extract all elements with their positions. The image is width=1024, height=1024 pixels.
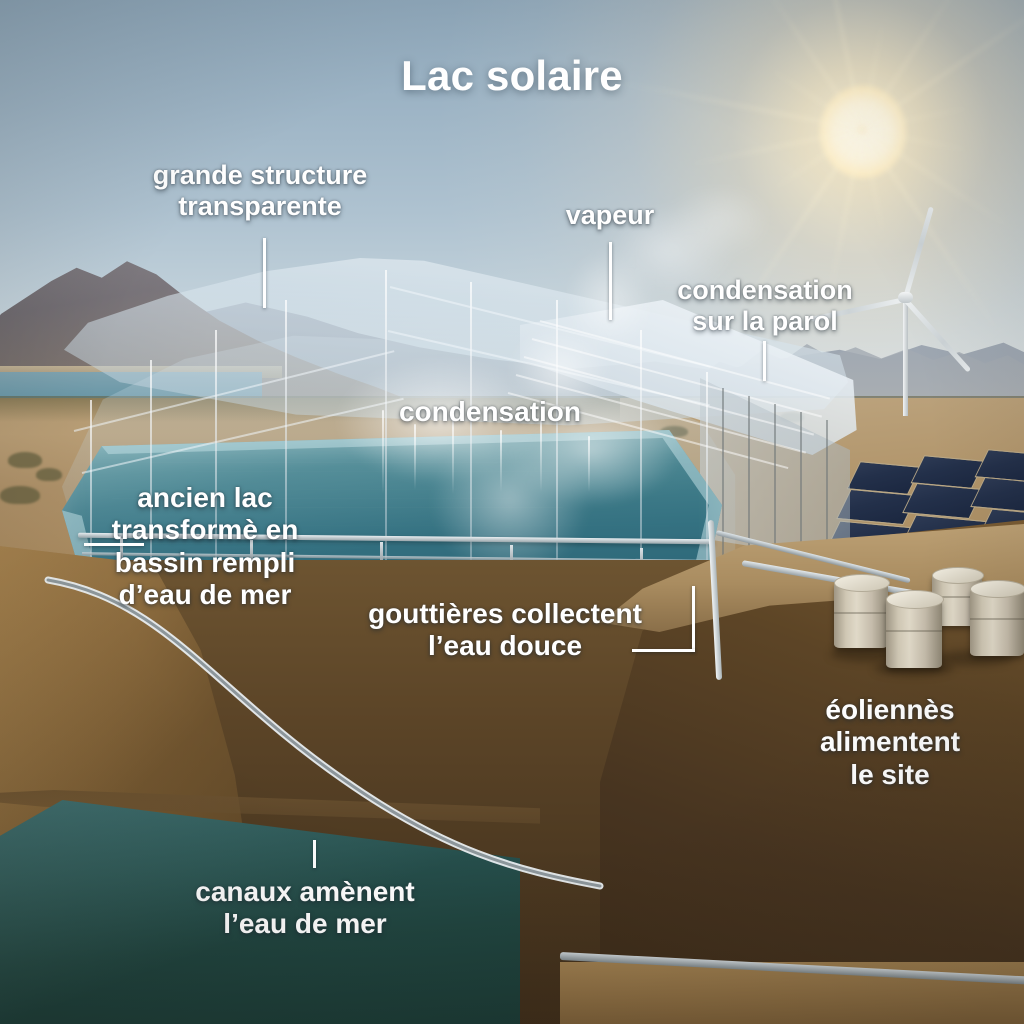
condensation-drip [382, 410, 384, 494]
barrel [970, 588, 1024, 656]
wind-turbine [810, 206, 996, 416]
turbine-blade [903, 297, 972, 373]
annotation-ancien-lac: ancien lac transformè en bassin rempli d… [111, 482, 299, 611]
turbine-hub [898, 292, 913, 303]
solar-panel [902, 482, 984, 520]
barrel-lid [970, 580, 1024, 598]
gutter-post [250, 540, 253, 562]
end-wall-bar [774, 404, 776, 576]
barrel-band [834, 612, 888, 614]
sun-icon [820, 86, 906, 178]
gutter-post [510, 545, 513, 567]
leader-line-grande-structure [263, 238, 266, 308]
page-title: Lac solaire [401, 52, 623, 99]
barrel-lid [834, 574, 890, 592]
leader-line-gouttieres-horizontal [632, 649, 695, 652]
gutter-post [380, 542, 383, 564]
greenhouse-mullion [285, 300, 287, 562]
solar-panel [970, 476, 1024, 514]
end-wall-bar [722, 388, 724, 570]
leader-line-ancien-lac [84, 543, 144, 546]
greenhouse-mullion [215, 330, 217, 570]
annotation-eoliennes: éoliennès alimentent le site [819, 694, 961, 790]
shrub [8, 452, 42, 468]
barrel-band [886, 630, 942, 632]
barrel-lid [886, 590, 944, 609]
barrel-band [970, 618, 1024, 620]
leader-line-gouttieres-vertical [692, 586, 695, 652]
barrel [886, 598, 942, 668]
leader-line-condensation-parol [763, 341, 766, 381]
annotation-grande-structure-transparente: grande structure transparente [152, 160, 368, 222]
condensation-drip [588, 436, 590, 492]
shrub [0, 486, 40, 504]
gutter-post [120, 538, 123, 560]
end-wall-bar [800, 412, 802, 578]
end-wall-bar [748, 396, 750, 574]
leader-line-canaux [313, 840, 316, 868]
condensation-drip [500, 430, 502, 492]
turbine-tower [903, 298, 908, 416]
condensation-drip [452, 416, 454, 494]
end-wall-bar [826, 420, 828, 578]
annotation-gouttieres: gouttières collectent l’eau douce [368, 598, 642, 662]
annotation-condensation: condensation [398, 396, 581, 427]
barrel-lid [932, 567, 984, 584]
condensation-drip [540, 420, 542, 492]
condensation-drip [414, 424, 416, 490]
vapor-plume [470, 190, 770, 420]
barrel-band [932, 596, 982, 598]
barrel [834, 582, 888, 648]
greenhouse-mullion [150, 360, 152, 580]
greenhouse-mullion [90, 400, 92, 590]
annotation-canaux: canaux amènent l’eau de mer [195, 876, 415, 940]
shrub [36, 468, 62, 481]
annotation-condensation-sur-la-parol: condensation sur la parol [677, 275, 853, 337]
leader-line-vapeur [609, 242, 612, 320]
annotation-vapeur: vapeur [565, 200, 655, 230]
storage-barrels [828, 567, 1024, 678]
gutter-post [640, 548, 643, 570]
